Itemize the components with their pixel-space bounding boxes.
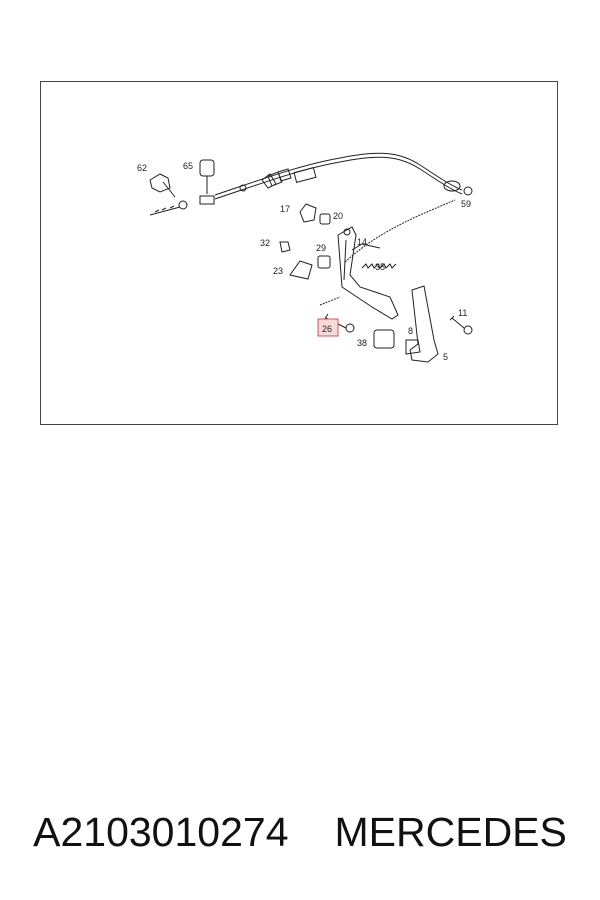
caption: A2103010274 MERCEDES — [0, 802, 600, 862]
pedal-arm — [337, 226, 399, 320]
part-number: A2103010274 — [33, 808, 289, 855]
label-26: 26 — [322, 324, 332, 334]
brand-name: MERCEDES — [334, 808, 567, 855]
diagram-frame — [40, 81, 558, 425]
bracket-23 — [289, 260, 313, 280]
label-11: 11 — [458, 308, 467, 318]
pedal-5 — [409, 285, 439, 363]
bushing-20 — [319, 213, 331, 225]
bracket-17 — [299, 203, 317, 223]
label-23: 23 — [273, 266, 283, 276]
bolt-11 — [449, 315, 465, 329]
cable-end-left — [149, 205, 181, 216]
label-62: 62 — [137, 163, 147, 173]
cable-line — [214, 152, 463, 196]
label-17: 17 — [280, 204, 290, 214]
label-29: 29 — [316, 243, 326, 253]
label-14: 14 — [357, 237, 367, 247]
label-35: 35 — [375, 262, 385, 272]
label-8: 8 — [408, 326, 413, 336]
spring-35 — [361, 263, 397, 269]
label-20: 20 — [333, 211, 343, 221]
highlight-box — [317, 318, 339, 337]
part-29 — [317, 255, 331, 269]
label-32: 32 — [260, 238, 270, 248]
cable-end-59 — [443, 180, 461, 192]
label-65: 65 — [183, 161, 193, 171]
label-59: 59 — [461, 199, 471, 209]
label-5: 5 — [443, 352, 448, 362]
stop-8 — [405, 339, 421, 355]
bracket-14 — [351, 243, 381, 251]
nut-65 — [199, 159, 215, 177]
clip-32 — [279, 241, 291, 253]
cable-boot — [261, 168, 292, 189]
clip-62 — [149, 173, 171, 193]
bushing-38 — [373, 329, 395, 349]
label-38: 38 — [357, 338, 367, 348]
